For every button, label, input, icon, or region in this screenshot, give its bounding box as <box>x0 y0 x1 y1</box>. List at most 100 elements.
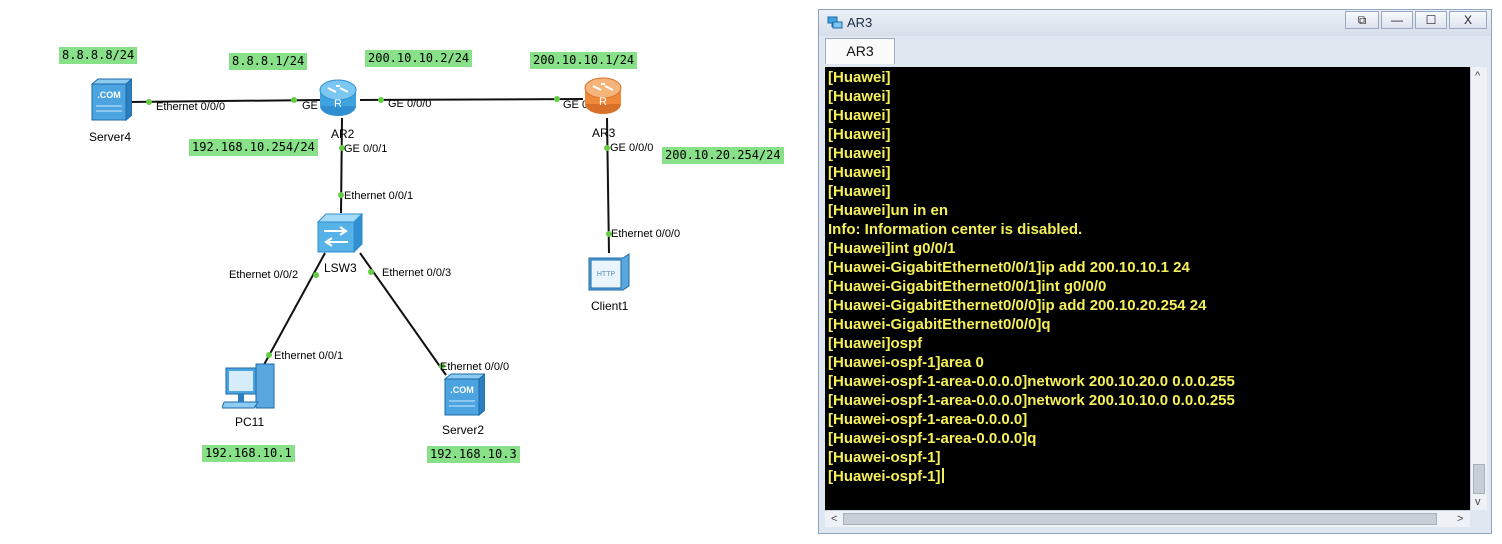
ip-tag-ar3-ge001[interactable]: 200.10.10.1/24 <box>530 52 638 69</box>
terminal-line: [Huawei-ospf-1] <box>828 449 941 466</box>
port-dot <box>266 352 272 358</box>
ar2-label: AR2 <box>331 127 355 141</box>
client-icon-text: HTTP <box>597 271 616 278</box>
ip-tag-ar2-ge001[interactable]: 192.168.10.254/24 <box>189 139 318 156</box>
terminal-line: [Huawei-ospf-1-area-0.0.0.0]q <box>828 430 1037 447</box>
terminal-line: [Huawei-ospf-1]area 0 <box>828 354 984 371</box>
tab-strip: AR3 <box>819 36 1491 66</box>
router-icon: R <box>319 79 357 116</box>
terminal-line: [Huawei-ospf-1-area-0.0.0.0]network 200.… <box>828 392 1235 409</box>
server4-device[interactable]: .COM <box>90 77 134 124</box>
terminal-line: [Huawei]ospf <box>828 335 923 352</box>
server-icon-text: .COM <box>97 90 121 100</box>
terminal-line: [Huawei] <box>828 69 891 86</box>
scroll-right-arrow[interactable]: > <box>1457 513 1464 525</box>
client1-label: Client1 <box>591 299 629 313</box>
switch-icon <box>316 212 364 254</box>
link-lsw3-server2[interactable] <box>359 252 447 376</box>
ip-tag-server4[interactable]: 8.8.8.8/24 <box>59 47 138 64</box>
port-label-lsw3-eth001: Ethernet 0/0/1 <box>344 190 414 202</box>
port-label-ar2-ge001: GE 0/0/1 <box>344 143 388 155</box>
terminal-line: [Huawei-ospf-1-area-0.0.0.0]network 200.… <box>828 373 1235 390</box>
vertical-scrollbar[interactable]: ^ v <box>1470 67 1487 510</box>
link-server4-ar2[interactable] <box>129 99 321 103</box>
terminal-line: [Huawei] <box>828 126 891 143</box>
text-cursor <box>941 468 944 483</box>
terminal-line: [Huawei-ospf-1] <box>828 467 944 486</box>
restore-button[interactable]: ⧉ <box>1345 11 1379 29</box>
terminal-line: [Huawei-ospf-1-area-0.0.0.0] <box>828 411 1028 428</box>
terminal-output[interactable]: [Huawei] [Huawei] [Huawei] [Huawei] [Huawei]… <box>825 67 1470 510</box>
close-button[interactable]: X <box>1449 11 1487 29</box>
terminal-line: [Huawei]int g0/0/1 <box>828 240 956 257</box>
port-dot <box>378 97 384 103</box>
terminal-line: [Huawei] <box>828 164 891 181</box>
pc11-device[interactable] <box>221 362 278 412</box>
svg-text:R: R <box>599 96 607 108</box>
lsw3-switch[interactable] <box>316 212 364 256</box>
ip-tag-ar2-ge000[interactable]: 200.10.10.2/24 <box>365 50 473 67</box>
horizontal-scroll-thumb[interactable] <box>843 513 1437 525</box>
terminal-line: [Huawei] <box>828 107 891 124</box>
port-dot <box>368 269 374 275</box>
port-dot <box>146 99 152 105</box>
terminal-line: [Huawei] <box>828 88 891 105</box>
port-label-ar3-ge000: GE 0/0/0 <box>610 142 654 154</box>
server2-device[interactable]: .COM <box>443 372 487 419</box>
ip-tag-server2[interactable]: 192.168.10.3 <box>427 446 520 463</box>
ip-tag-ar3-ge000[interactable]: 200.10.20.254/24 <box>662 147 784 164</box>
pc-icon <box>221 363 275 409</box>
window-title: AR3 <box>847 15 873 30</box>
pc11-label: PC11 <box>235 415 265 429</box>
ip-tag-pc11[interactable]: 192.168.10.1 <box>202 445 295 462</box>
terminal-line: [Huawei-GigabitEthernet0/0/1]int g0/0/0 <box>828 278 1107 295</box>
scroll-down-arrow[interactable]: v <box>1475 496 1481 508</box>
client-icon: HTTP <box>588 253 630 291</box>
port-dot <box>439 363 445 369</box>
port-dot <box>604 145 610 151</box>
scroll-up-arrow[interactable]: ^ <box>1475 70 1481 82</box>
port-label-pc11: Ethernet 0/0/1 <box>274 350 344 362</box>
terminal-line: [Huawei-GigabitEthernet0/0/1]ip add 200.… <box>828 259 1190 276</box>
server-icon: .COM <box>443 372 487 417</box>
terminal-line: Info: Information center is disabled. <box>828 221 1083 238</box>
link-ar3-client1[interactable] <box>606 117 610 254</box>
port-dot <box>313 272 319 278</box>
svg-text:R: R <box>334 98 342 110</box>
port-label-client1: Ethernet 0/0/0 <box>611 228 681 240</box>
port-label-lsw3-eth002: Ethernet 0/0/2 <box>229 269 299 281</box>
link-ar2-ar3[interactable] <box>359 98 584 101</box>
server4-label: Server4 <box>89 130 132 144</box>
port-label-server2: Ethernet 0/0/0 <box>440 361 510 373</box>
port-label-ar2-ge000: GE 0/0/0 <box>388 98 432 110</box>
ar3-label: AR3 <box>592 126 616 140</box>
port-dot <box>339 145 345 151</box>
terminal-line: [Huawei-GigabitEthernet0/0/0]q <box>828 316 1051 333</box>
terminal-line: [Huawei-GigabitEthernet0/0/0]ip add 200.… <box>828 297 1207 314</box>
terminal-line: [Huawei] <box>828 145 891 162</box>
minimize-button[interactable]: — <box>1381 11 1413 29</box>
lsw3-label: LSW3 <box>324 261 357 275</box>
window-titlebar[interactable]: AR3 ⧉ — ☐ X <box>819 10 1491 36</box>
app-icon <box>827 16 843 29</box>
port-dot <box>606 231 612 237</box>
server-icon: .COM <box>90 77 134 122</box>
terminal-line: [Huawei]un in en <box>828 202 948 219</box>
ip-tag-ar2-ge002[interactable]: 8.8.8.1/24 <box>229 53 308 70</box>
cli-window[interactable]: AR3 ⧉ — ☐ X AR3 [Huawei][Huawei][Huawei]… <box>818 9 1492 534</box>
client1-device[interactable]: HTTP <box>585 252 633 294</box>
port-dot <box>291 97 297 103</box>
ar2-router[interactable]: R <box>318 76 358 120</box>
port-dot <box>554 96 560 102</box>
router-icon: R <box>584 77 622 114</box>
vertical-scroll-thumb[interactable] <box>1473 464 1485 494</box>
port-label-lsw3-eth003: Ethernet 0/0/3 <box>382 267 452 279</box>
server2-label: Server2 <box>442 423 485 437</box>
terminal-line: [Huawei] <box>828 183 891 200</box>
topology-canvas[interactable]: 8.8.8.8/24 8.8.8.1/24 200.10.10.2/24 200… <box>0 0 810 544</box>
horizontal-scrollbar[interactable]: < > <box>825 510 1470 527</box>
tab-ar3[interactable]: AR3 <box>825 38 895 64</box>
scroll-left-arrow[interactable]: < <box>831 513 838 525</box>
maximize-button[interactable]: ☐ <box>1415 11 1447 29</box>
ar3-router[interactable]: R <box>583 74 623 118</box>
